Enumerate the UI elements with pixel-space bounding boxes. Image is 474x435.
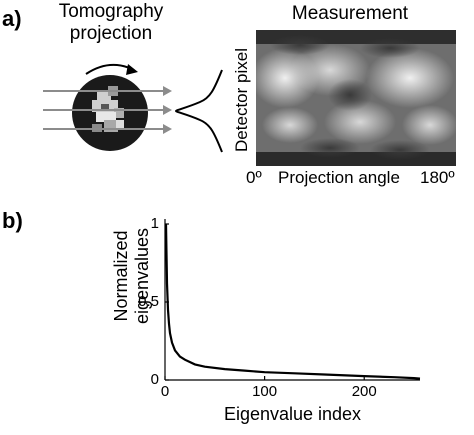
projection-profile-curve — [174, 69, 223, 153]
tomography-title-line1: Tomography — [58, 1, 164, 22]
y-tick-label: 0.5 — [138, 293, 159, 310]
eigenvalue-curve — [164, 223, 421, 380]
tomography-title-line2: projection — [69, 23, 153, 44]
y-tick-label: 0 — [150, 371, 159, 388]
rotation-arrowhead — [126, 64, 138, 75]
eigen-y-label-text: Normalized eigenvalues — [111, 227, 152, 325]
x-tick-label: 200 — [351, 383, 377, 400]
ray-arrowheads — [163, 86, 172, 134]
y-tick-label: 1 — [150, 215, 159, 232]
x-tick-label: 100 — [252, 383, 278, 400]
panel-a-label: a) — [2, 6, 22, 31]
eigen-plot-ticks — [164, 223, 365, 381]
projection-rays — [43, 90, 163, 130]
eigen-plot-axes — [164, 219, 420, 381]
x-tick-label: 0 — [160, 383, 170, 400]
angle-zero-label: 0º — [246, 168, 262, 187]
measurement-title: Measurement — [291, 3, 409, 24]
tomography-title: Tomography projection — [46, 1, 176, 45]
eigen-x-label: Eigenvalue index — [223, 404, 362, 424]
projection-angle-label: Projection angle — [278, 168, 400, 187]
panel-b-label: b) — [2, 208, 23, 233]
detector-pixel-label: Detector pixel — [232, 48, 251, 152]
sinogram-image — [256, 30, 456, 166]
angle-180-label: 180º — [420, 168, 455, 187]
